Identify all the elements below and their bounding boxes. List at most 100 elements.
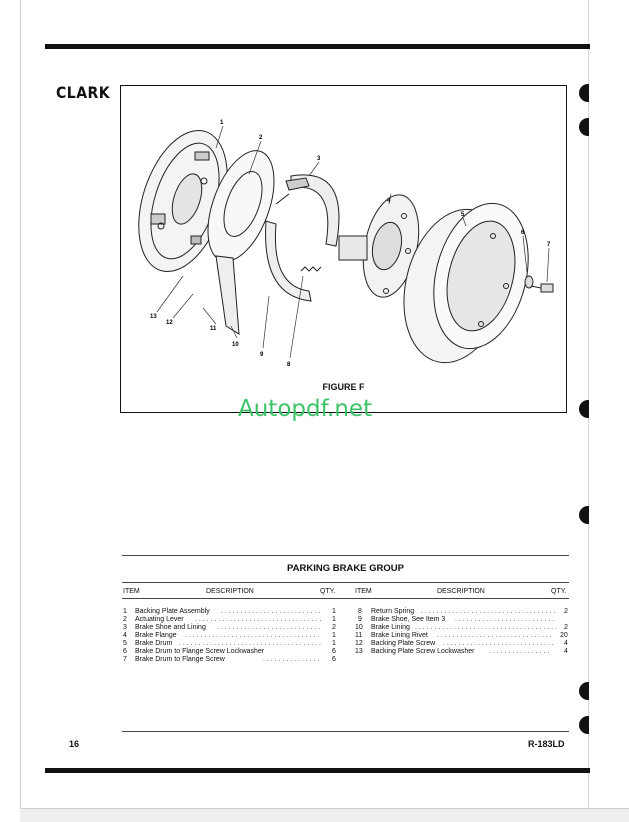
- item-number: 3: [123, 624, 127, 631]
- brake-flange-drawing: [338, 194, 420, 298]
- callout-10: 10: [232, 342, 239, 348]
- edge-tab: [579, 506, 589, 524]
- edge-tab: [579, 400, 589, 418]
- item-number: 2: [123, 616, 127, 623]
- callout-1: 1: [220, 120, 224, 126]
- item-description: Brake Drum to Flange Screw: [135, 656, 225, 663]
- item-description: Actuating Lever: [135, 616, 184, 623]
- header-item-right: ITEM: [355, 588, 372, 595]
- page-left-edge: [20, 0, 21, 808]
- watermark-text: Autopdf.net: [238, 396, 373, 422]
- backing-plate-drawing: [138, 129, 228, 273]
- edge-tab: [579, 84, 589, 102]
- callout-leaders: [156, 125, 550, 359]
- callout-8: 8: [287, 362, 291, 368]
- item-description: Brake Lining: [371, 624, 410, 631]
- item-qty: 2: [332, 624, 336, 631]
- callout-12: 12: [166, 320, 173, 326]
- brake-drum-drawing: [403, 202, 529, 364]
- item-number: 12: [355, 640, 363, 647]
- section-rule: [122, 582, 569, 583]
- callout-4: 4: [387, 198, 391, 204]
- brake-exploded-diagram: 1 2 3 4 5 6 7 8 9 10 11 12 13: [138, 120, 554, 368]
- section-rule: [122, 555, 569, 556]
- brake-shoe-drawing: [265, 174, 340, 302]
- footer-rule: [122, 731, 569, 732]
- page-number: 16: [69, 739, 80, 749]
- figure-frame: 1 2 3 4 5 6 7 8 9 10 11 12 13 FIGURE F: [120, 85, 567, 413]
- header-rule-line: [122, 598, 569, 599]
- item-description: Return Spring: [371, 608, 415, 615]
- item-number: 4: [123, 632, 127, 639]
- actuating-lever-drawing: [207, 150, 275, 335]
- item-qty: 1: [332, 608, 336, 615]
- item-description: Backing Plate Screw: [371, 640, 436, 647]
- item-number: 1: [123, 608, 127, 615]
- item-number: 9: [358, 616, 362, 623]
- callout-13: 13: [150, 314, 157, 320]
- document-code: R-183LD: [528, 739, 565, 749]
- item-number: 13: [355, 648, 363, 655]
- item-description: Brake Shoe and Lining: [135, 624, 206, 631]
- item-number: 11: [355, 632, 363, 639]
- callout-9: 9: [260, 352, 264, 358]
- item-number: 8: [358, 608, 362, 615]
- callout-6: 6: [521, 230, 525, 236]
- item-description: Brake Lining Rivet: [371, 632, 428, 639]
- callout-2: 2: [259, 135, 263, 141]
- callout-5: 5: [461, 212, 465, 218]
- footer-bar: [45, 768, 590, 773]
- edge-tab: [579, 716, 589, 734]
- header-description-right: DESCRIPTION: [437, 588, 485, 595]
- item-description: Brake Flange: [135, 632, 177, 639]
- item-description: Backing Plate Assembly: [135, 608, 210, 615]
- section-title: PARKING BRAKE GROUP: [287, 563, 404, 574]
- viewer-bottom-strip: [20, 808, 629, 822]
- header-qty-left: QTY.: [320, 588, 336, 595]
- item-qty: 2: [564, 608, 568, 615]
- item-description: Brake Shoe, See Item 3: [371, 616, 446, 623]
- header-qty-right: QTY.: [551, 588, 567, 595]
- edge-tab: [579, 682, 589, 700]
- item-qty: 1: [332, 616, 336, 623]
- item-qty: 1: [332, 640, 336, 647]
- callout-11: 11: [210, 326, 217, 332]
- item-description: Backing Plate Screw Lockwasher: [371, 648, 475, 655]
- callout-7: 7: [547, 242, 551, 248]
- item-number: 7: [123, 656, 127, 663]
- figure-caption: FIGURE F: [322, 382, 365, 392]
- item-qty: 2: [564, 624, 568, 631]
- header-item-left: ITEM: [123, 588, 140, 595]
- header-rule: [45, 44, 590, 49]
- clark-logo: CLARK: [56, 84, 111, 103]
- item-qty: 6: [332, 648, 336, 655]
- item-qty: 20: [560, 632, 568, 639]
- item-qty: 4: [564, 640, 568, 647]
- item-qty: 6: [332, 656, 336, 663]
- item-qty: 1: [332, 632, 336, 639]
- parts-row: 6 Brake Drum to Flange Screw Lockwasher 6: [123, 648, 338, 656]
- item-qty: 4: [564, 648, 568, 655]
- item-description: Brake Drum to Flange Screw Lockwasher: [135, 648, 265, 655]
- callout-3: 3: [317, 156, 321, 162]
- item-number: 5: [123, 640, 127, 647]
- item-number: 10: [355, 624, 363, 631]
- header-description-left: DESCRIPTION: [206, 588, 254, 595]
- screw-and-lockwasher-drawing: [524, 275, 554, 293]
- item-description: Brake Drum: [135, 640, 173, 647]
- item-number: 6: [123, 648, 127, 655]
